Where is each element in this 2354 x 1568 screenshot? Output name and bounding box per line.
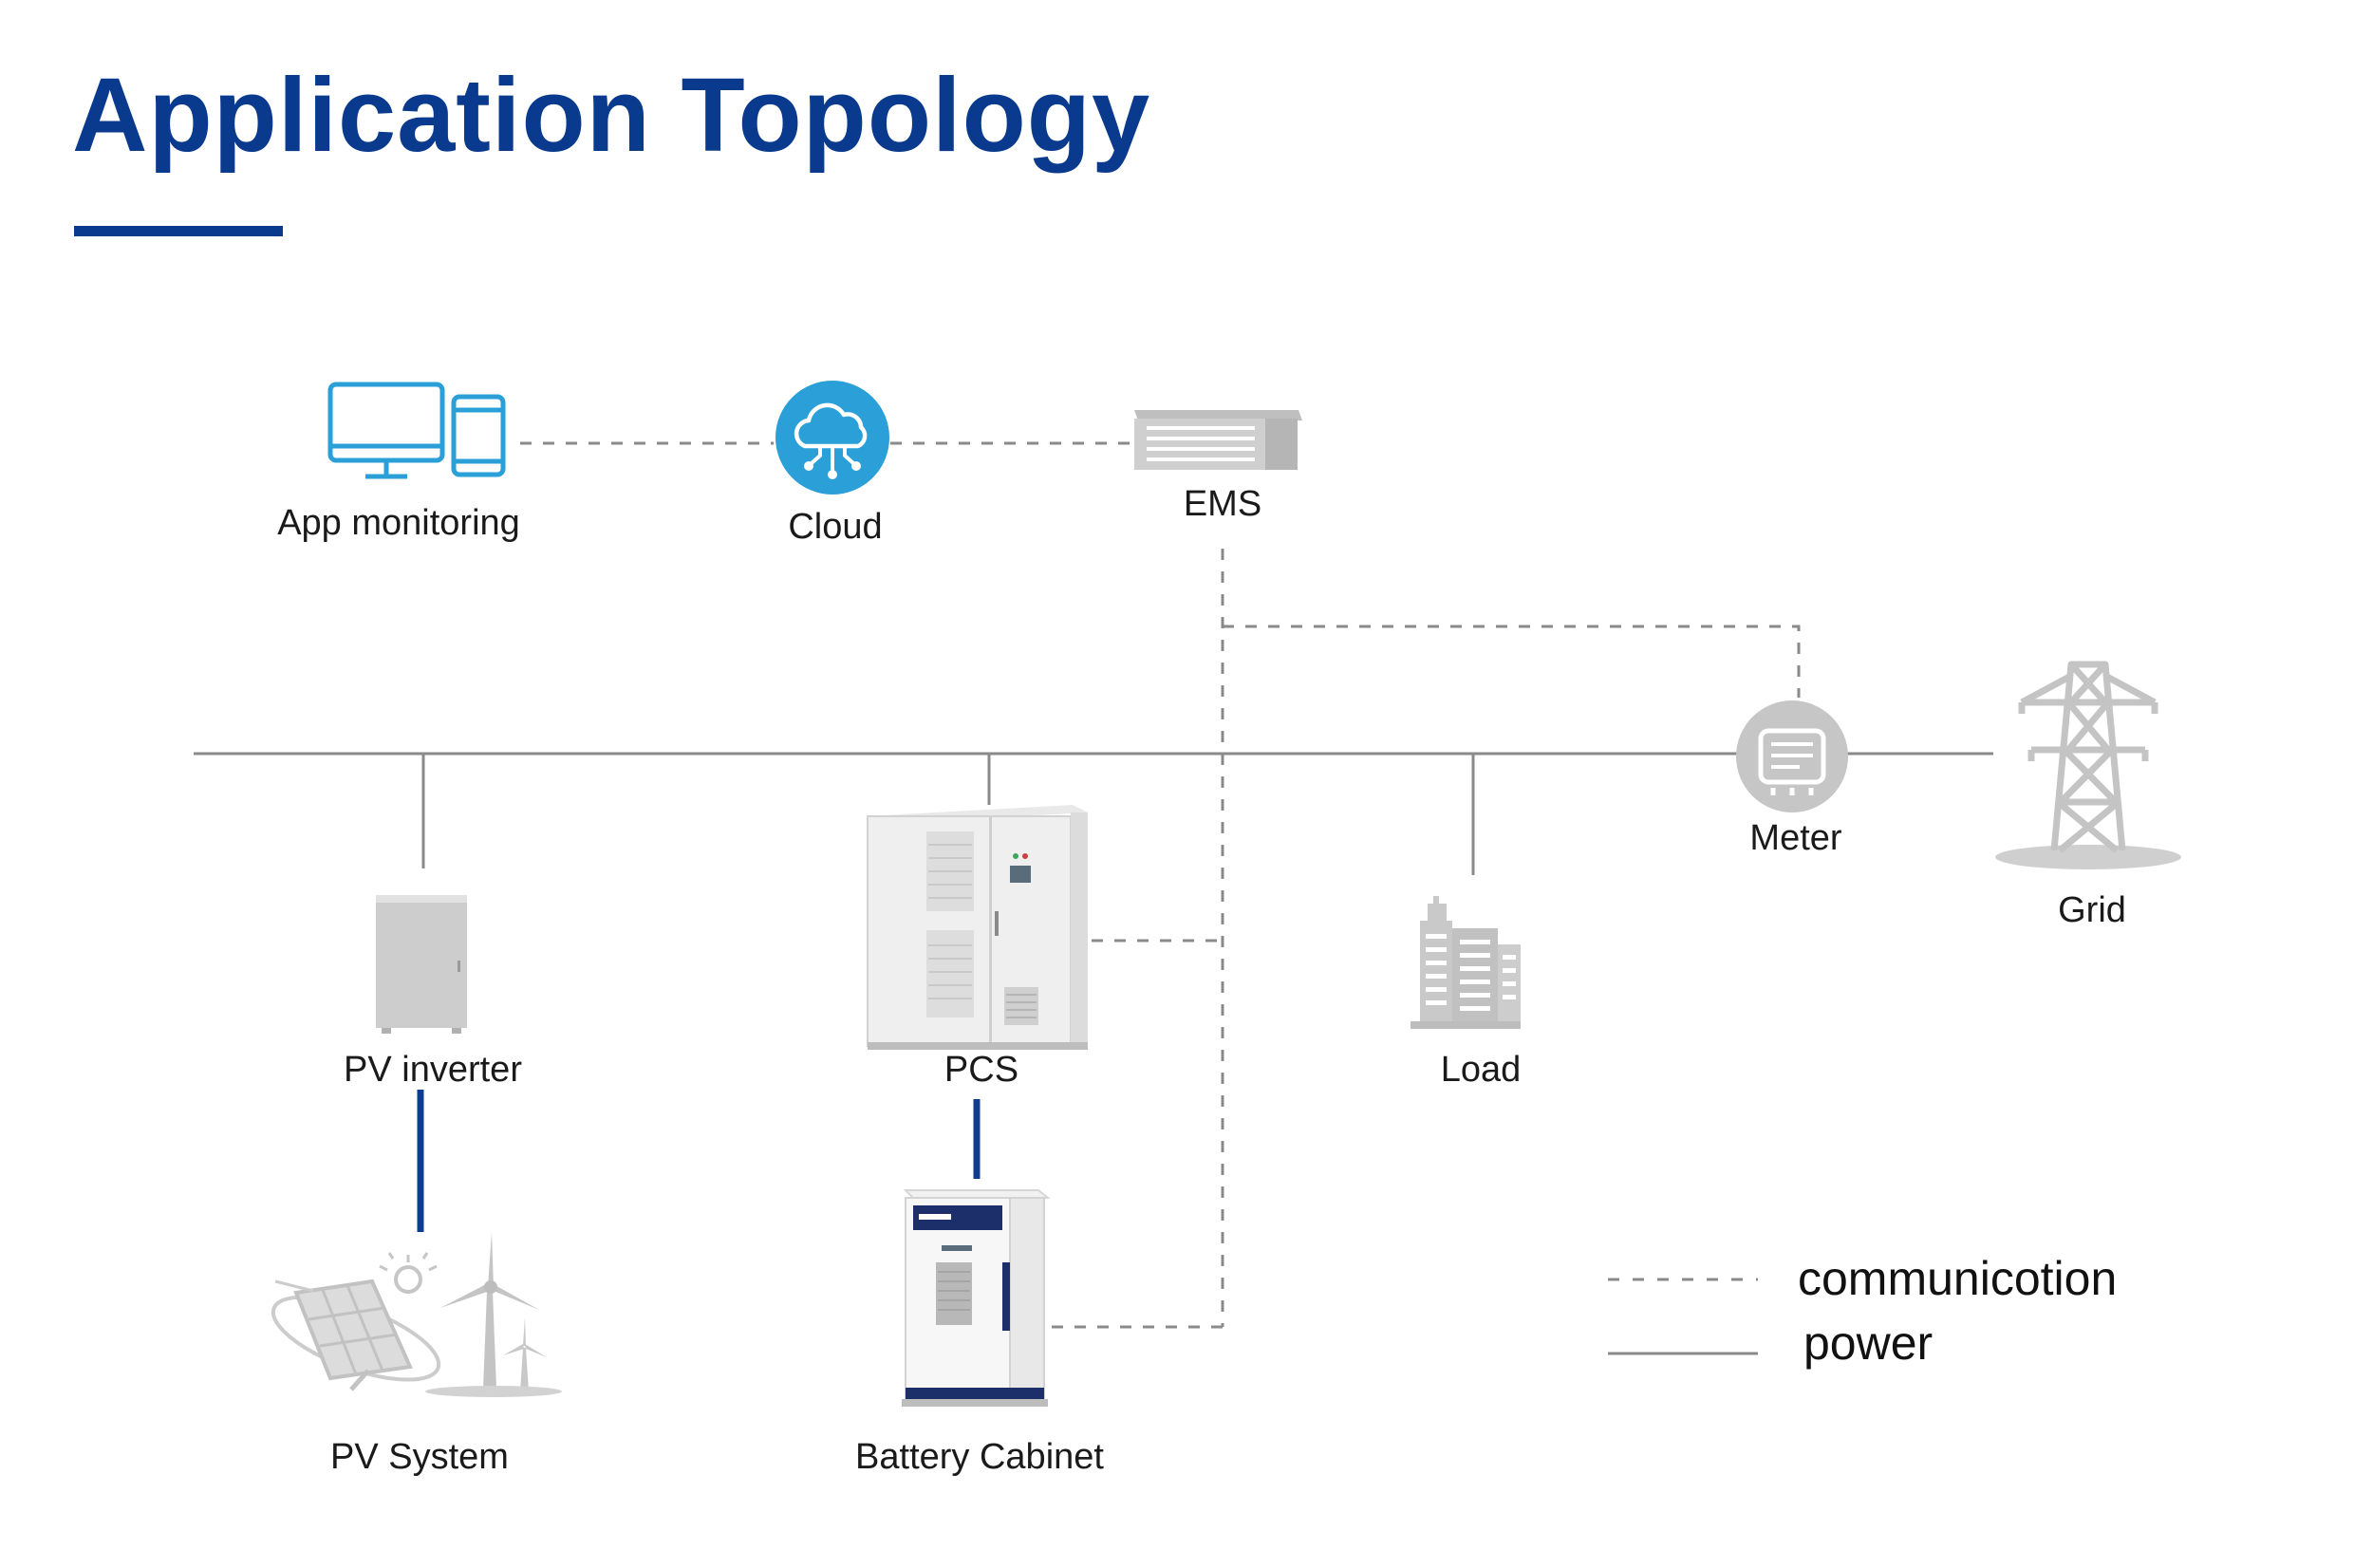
transmission-tower-icon bbox=[1995, 661, 2181, 869]
power-lines bbox=[194, 752, 1993, 875]
pcs-label: PCS bbox=[943, 1050, 1019, 1090]
comm-link-ems-meter bbox=[1223, 625, 1801, 698]
communication-lines bbox=[520, 441, 1801, 1329]
cloud-icon bbox=[775, 381, 889, 495]
cloud-label: Cloud bbox=[788, 507, 883, 547]
battery-cabinet-label: Battery Cabinet bbox=[855, 1437, 1104, 1477]
solar-wind-icon bbox=[271, 1232, 562, 1397]
monitor-and-phone-icon bbox=[327, 382, 506, 479]
legend-communication-label: communicotion bbox=[1798, 1252, 2118, 1305]
dc-links bbox=[417, 1090, 981, 1232]
grid-label: Grid bbox=[2058, 890, 2126, 930]
ems-rack-icon bbox=[1134, 410, 1302, 470]
load-label: Load bbox=[1440, 1050, 1522, 1090]
pv-inverter-label: PV inverter bbox=[344, 1050, 522, 1090]
building-icon bbox=[1411, 896, 1521, 1029]
pv-system-label: PV System bbox=[330, 1437, 509, 1477]
ems-label: EMS bbox=[1183, 484, 1262, 524]
meter-label: Meter bbox=[1749, 818, 1842, 858]
pcs-cabinet-icon bbox=[867, 805, 1088, 1050]
app-monitoring-label: App monitoring bbox=[277, 503, 520, 543]
page-title: Application Topology bbox=[72, 57, 1151, 174]
title-underline bbox=[74, 226, 283, 236]
meter-icon bbox=[1736, 700, 1848, 812]
legend bbox=[1608, 1278, 1758, 1355]
inverter-cabinet-icon bbox=[376, 895, 467, 1034]
battery-cabinet-icon bbox=[902, 1189, 1051, 1407]
legend-power-label: power bbox=[1803, 1316, 1934, 1370]
